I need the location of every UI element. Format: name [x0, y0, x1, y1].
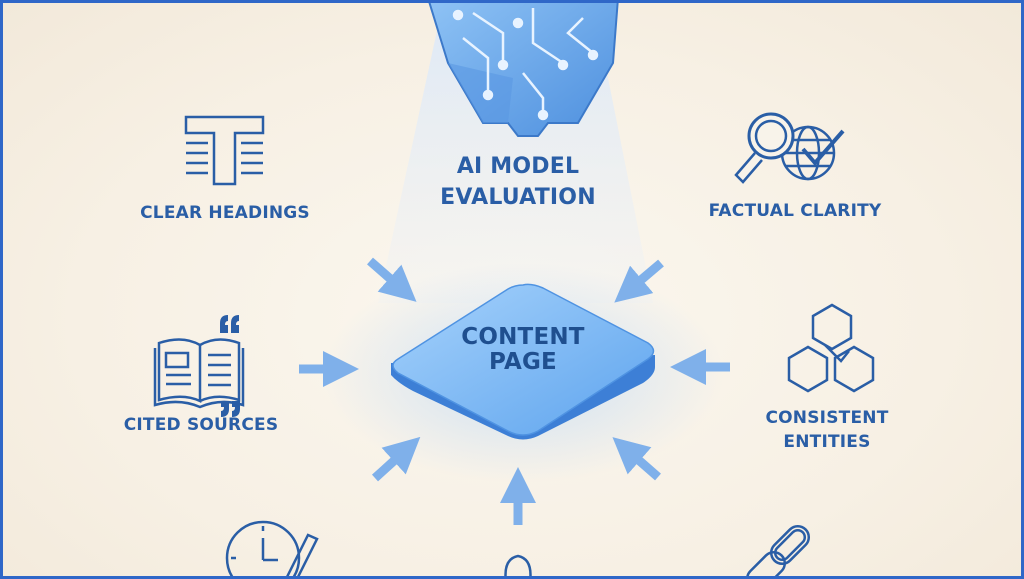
consistent-entities-label: CONSISTENT ENTITIES [727, 406, 927, 454]
arrows [299, 257, 730, 525]
quote-marks-icon [220, 315, 240, 417]
magnifier-globe-check-icon [734, 112, 845, 184]
arrow-top-left [367, 257, 417, 302]
content-page-platform [391, 283, 655, 440]
cited-sources-label: CITED SOURCES [123, 415, 279, 435]
title-label: AI MODEL EVALUATION [398, 151, 638, 213]
text-headings-icon [184, 115, 265, 186]
ai-brain-circuit-icon [428, 3, 619, 137]
clear-headings-label: CLEAR HEADINGS [140, 203, 310, 223]
center-line-2: PAGE [489, 349, 557, 375]
lightbulb-icon [504, 554, 532, 576]
arrow-top-right [614, 259, 664, 303]
consistent-entities-line-2: ENTITIES [783, 432, 871, 452]
clock-pencil-icon [225, 520, 319, 576]
diagram-graphics [153, 3, 875, 576]
title-line-2: EVALUATION [440, 185, 596, 210]
chain-link-icon [745, 524, 811, 576]
center-label: CONTENT PAGE [423, 325, 623, 375]
center-line-1: CONTENT [461, 324, 585, 350]
open-book-quotes-icon [153, 338, 245, 409]
arrow-bottom-left [371, 436, 421, 482]
arrow-bottom-right [612, 437, 661, 481]
consistent-entities-line-1: CONSISTENT [765, 408, 889, 428]
hexagon-cluster-icon [787, 303, 875, 393]
factual-clarity-label: FACTUAL CLARITY [708, 201, 882, 221]
title-line-1: AI MODEL [456, 154, 580, 179]
